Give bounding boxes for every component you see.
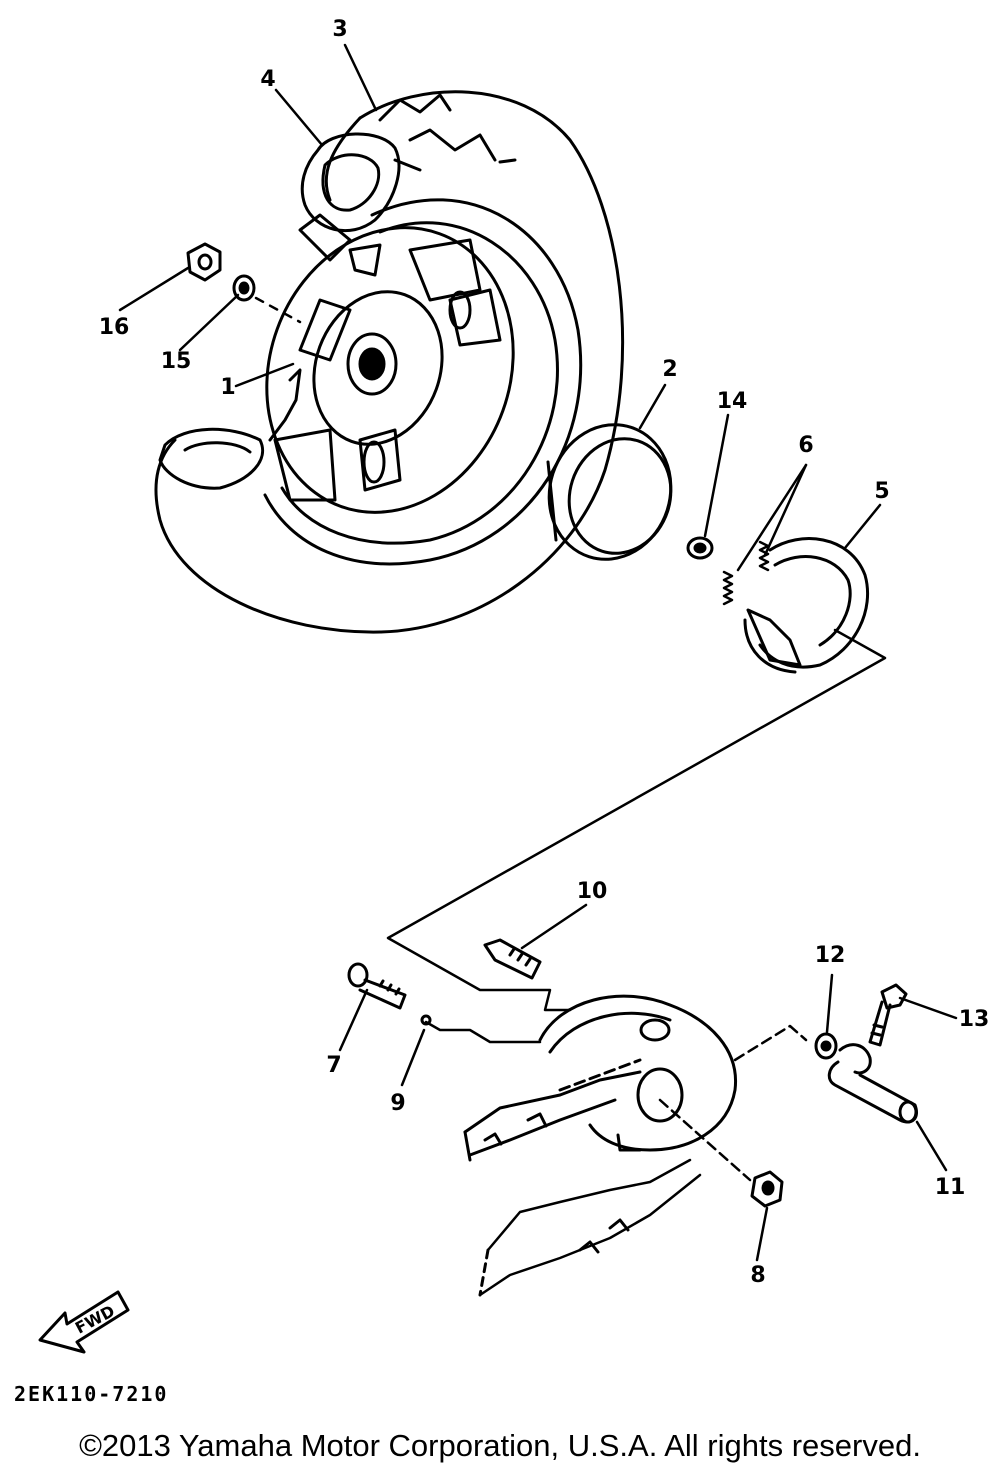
bolt-7: [347, 962, 407, 1010]
callout-2: 2: [662, 357, 678, 382]
frame-section: [478, 1158, 702, 1297]
brake-drum-ring: [546, 423, 673, 561]
fwd-arrow-icon: [38, 1290, 130, 1354]
callout-12: 12: [814, 943, 846, 968]
copyright-notice: ©2013 Yamaha Motor Corporation, U.S.A. A…: [79, 1428, 921, 1463]
callout-15: 15: [160, 349, 192, 374]
brake-arm-11: [827, 1043, 918, 1124]
camshaft-10: [483, 938, 542, 980]
brake-backing-plate: [463, 994, 738, 1162]
washer-15: [232, 274, 256, 302]
callout-3: 3: [332, 17, 348, 42]
washer-12: [814, 1032, 838, 1060]
brake-springs: [722, 540, 770, 606]
callout-5: 5: [874, 479, 890, 504]
callout-1: 1: [220, 375, 236, 400]
guide-line: [386, 628, 887, 1012]
leader-lines: [118, 43, 958, 1262]
callout-14: 14: [716, 389, 748, 414]
reference-code: 2EK110-7210: [14, 1382, 169, 1406]
callout-6: 6: [798, 433, 814, 458]
nut-16: [186, 242, 222, 282]
callout-16: 16: [98, 315, 130, 340]
brake-shoes: [743, 537, 870, 674]
callout-9: 9: [390, 1091, 406, 1116]
callout-13: 13: [958, 1007, 990, 1032]
bolt-13: [868, 983, 908, 1047]
callout-4: 4: [260, 67, 276, 92]
wheel-assembly: [154, 90, 625, 634]
callout-10: 10: [576, 879, 608, 904]
pin-9: [420, 1014, 432, 1026]
callout-7: 7: [326, 1053, 342, 1078]
callout-11: 11: [934, 1175, 966, 1200]
washer-14: [686, 536, 714, 560]
callout-8: 8: [750, 1263, 766, 1288]
nut-8: [750, 1170, 784, 1208]
